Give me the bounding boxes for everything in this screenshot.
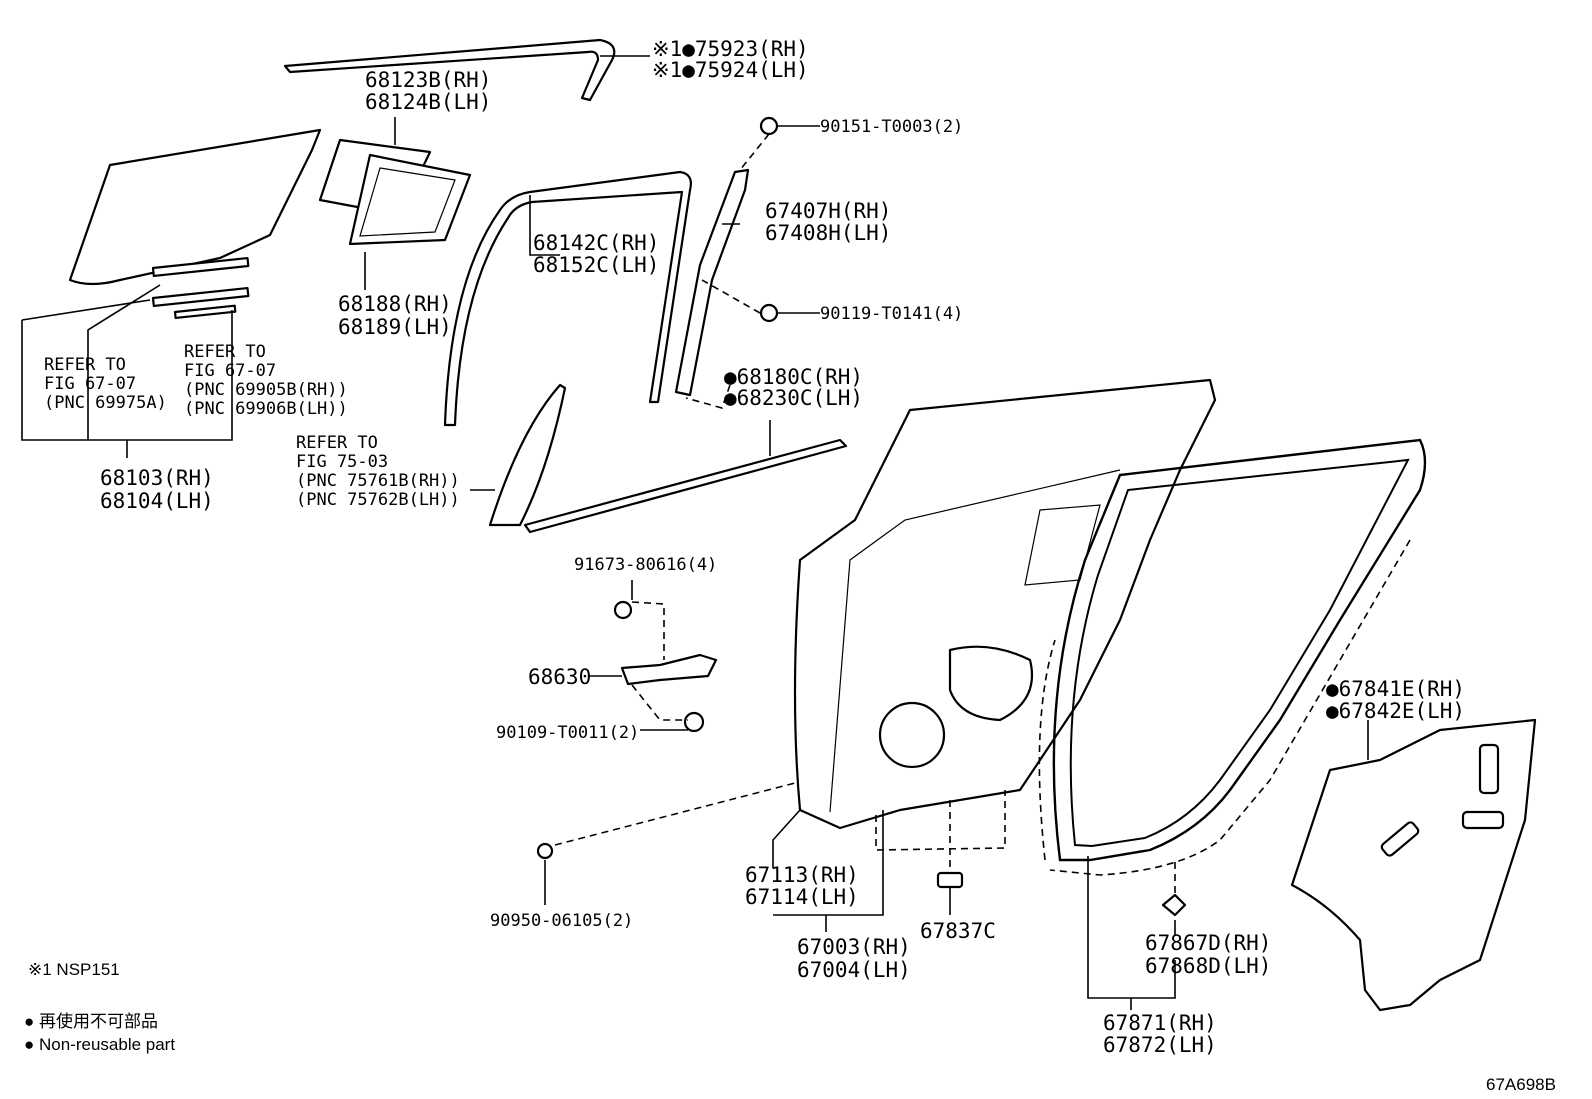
label-67842e[interactable]: ●67842E(LH)	[1326, 699, 1465, 723]
label-67868d[interactable]: 67868D(LH)	[1145, 954, 1271, 978]
ref-75-03-line2: FIG 75-03	[296, 452, 388, 472]
label-67004[interactable]: 67004(LH)	[797, 958, 911, 982]
label-67114[interactable]: 67114(LH)	[745, 885, 859, 909]
run-channel-drawing	[443, 170, 692, 427]
ref-67-07-a-line1: REFER TO	[44, 355, 126, 375]
legend-nonreusable-en: ● Non-reusable part	[24, 1035, 175, 1054]
door-glass-drawing	[68, 128, 472, 320]
belt-moulding-drawing	[523, 438, 848, 534]
label-90119[interactable]: 90119-T0141(4)	[820, 304, 963, 324]
label-68630[interactable]: 68630	[528, 665, 591, 689]
ref-67-07-a-line3: (PNC 69975A)	[44, 393, 167, 413]
label-90109[interactable]: 90109-T0011(2)	[496, 723, 639, 743]
ref-75-03-line1: REFER TO	[296, 433, 378, 453]
weatherstrip-drawing	[1038, 438, 1427, 876]
ref-67-07-b-line2: FIG 67-07	[184, 361, 276, 381]
label-67113[interactable]: 67113(RH)	[745, 863, 859, 887]
label-67837c[interactable]: 67837C	[920, 919, 996, 943]
legend-nonreusable-jp: ● 再使用不可部品	[24, 1011, 158, 1031]
label-75924[interactable]: ※1●75924(LH)	[652, 58, 809, 82]
label-67407h[interactable]: 67407H(RH)	[765, 199, 891, 223]
label-68123b[interactable]: 68123B(RH)	[365, 68, 491, 92]
label-68103[interactable]: 68103(RH)	[100, 466, 214, 490]
rear-garnish-drawing	[488, 383, 567, 527]
label-67867d[interactable]: 67867D(RH)	[1145, 931, 1271, 955]
ref-75-03-line4: (PNC 75762B(LH))	[296, 490, 460, 510]
division-bar-drawing	[674, 168, 750, 397]
label-68124b[interactable]: 68124B(LH)	[365, 90, 491, 114]
label-68230c[interactable]: ●68230C(LH)	[724, 386, 863, 410]
label-75923[interactable]: ※1●75923(RH)	[652, 37, 809, 61]
ref-67-07-a-line2: FIG 67-07	[44, 374, 136, 394]
hole-cover-drawing	[1290, 718, 1537, 1012]
label-67841e[interactable]: ●67841E(RH)	[1326, 677, 1465, 701]
door-check-drawing	[613, 600, 718, 733]
legend-note-1: ※1 NSP151	[28, 960, 120, 979]
label-67872[interactable]: 67872(LH)	[1103, 1033, 1217, 1057]
label-67408h[interactable]: 67408H(LH)	[765, 221, 891, 245]
label-68104[interactable]: 68104(LH)	[100, 489, 214, 513]
ref-67-07-b-line4: (PNC 69906B(LH))	[184, 399, 348, 419]
part-labels: ※1●75923(RH) ※1●75924(LH) 68123B(RH) 681…	[44, 37, 1465, 1057]
legend: ※1 NSP151 ● 再使用不可部品 ● Non-reusable part …	[24, 960, 1556, 1094]
leader-lines	[21, 55, 1369, 1010]
label-68180c[interactable]: ●68180C(RH)	[724, 365, 863, 389]
clip-parts-drawing	[536, 116, 1187, 917]
diagram-id: 67A698B	[1486, 1075, 1556, 1094]
label-68152c[interactable]: 68152C(LH)	[533, 253, 659, 277]
label-67871[interactable]: 67871(RH)	[1103, 1011, 1217, 1035]
ref-75-03-line3: (PNC 75761B(RH))	[296, 471, 460, 491]
window-visor-drawing	[283, 38, 616, 102]
label-68189[interactable]: 68189(LH)	[338, 315, 452, 339]
label-90151[interactable]: 90151-T0003(2)	[820, 117, 963, 137]
label-68188[interactable]: 68188(RH)	[338, 292, 452, 316]
label-67003[interactable]: 67003(RH)	[797, 935, 911, 959]
ref-67-07-b-line1: REFER TO	[184, 342, 266, 362]
ref-67-07-b-line3: (PNC 69905B(RH))	[184, 380, 348, 400]
label-90950[interactable]: 90950-06105(2)	[490, 911, 633, 931]
label-91673[interactable]: 91673-80616(4)	[574, 555, 717, 575]
label-68142c[interactable]: 68142C(RH)	[533, 231, 659, 255]
door-panel-drawing	[793, 378, 1217, 830]
